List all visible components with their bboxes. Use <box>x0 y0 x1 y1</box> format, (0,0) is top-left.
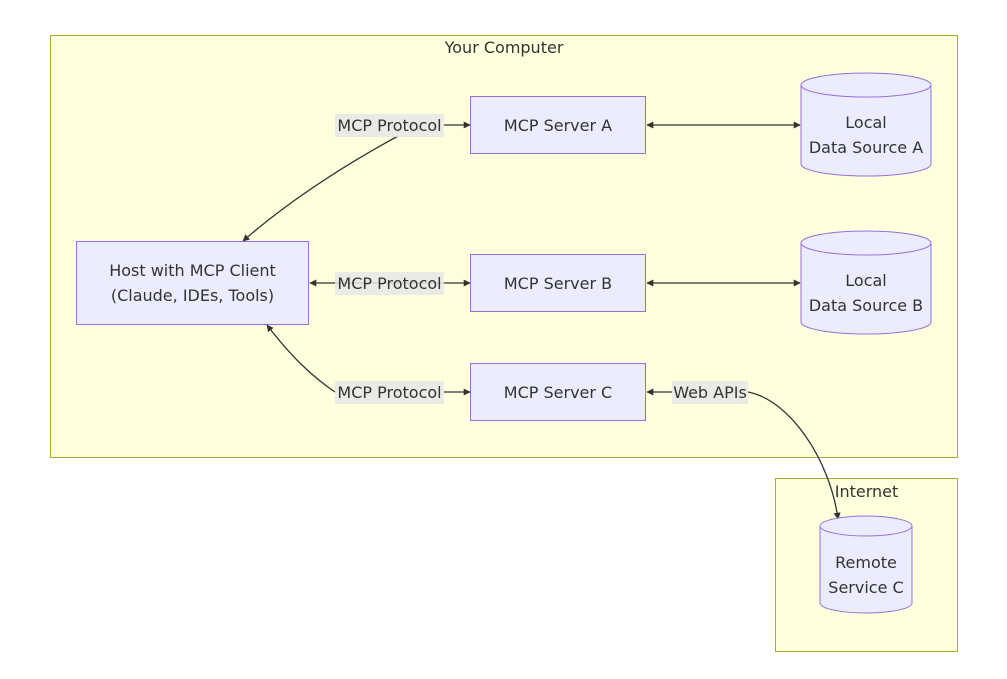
cylinder-data-source-b <box>800 230 932 335</box>
data-source-b-line-2: Data Source B <box>808 296 924 315</box>
remote-service-c-line-2: Service C <box>828 578 904 597</box>
node-server-b-label: MCP Server B <box>503 273 613 293</box>
node-host-line-2: (Claude, IDEs, Tools) <box>110 286 275 305</box>
node-server-c-label: MCP Server C <box>503 382 613 402</box>
data-source-b-line-1: Local <box>845 271 887 290</box>
edge-web-apis-to-remote-c <box>747 391 841 520</box>
data-source-a-line-1: Local <box>845 113 887 132</box>
edge-label-mcp-protocol-a: MCP Protocol <box>335 114 444 137</box>
remote-service-c-line-1: Remote <box>835 553 897 572</box>
data-source-b-label: Local Data Source B <box>801 258 931 328</box>
node-mcp-server-a[interactable]: MCP Server A <box>470 96 646 154</box>
edge-host-to-server-a <box>242 135 399 242</box>
edge-label-mcp-protocol-b: MCP Protocol <box>335 272 444 295</box>
cluster-your-computer-title: Your Computer <box>444 38 564 57</box>
edge-label-web-apis: Web APIs <box>672 381 748 404</box>
node-host-mcp-client[interactable]: Host with MCP Client (Claude, IDEs, Tool… <box>76 241 309 325</box>
node-server-a-label: MCP Server A <box>503 115 613 135</box>
cluster-internet <box>775 478 958 652</box>
edge-host-to-server-c <box>266 324 336 393</box>
edge-label-mcp-protocol-c: MCP Protocol <box>335 381 444 404</box>
node-mcp-server-c[interactable]: MCP Server C <box>470 363 646 421</box>
data-source-a-label: Local Data Source A <box>801 100 931 170</box>
cylinder-remote-service-c <box>819 515 913 614</box>
node-mcp-server-b[interactable]: MCP Server B <box>470 254 646 312</box>
cylinder-data-source-a <box>800 72 932 177</box>
remote-service-c-label: Remote Service C <box>820 540 912 610</box>
cluster-internet-title: Internet <box>834 482 899 501</box>
node-host-line-1: Host with MCP Client <box>109 261 276 280</box>
data-source-a-line-2: Data Source A <box>808 138 924 157</box>
